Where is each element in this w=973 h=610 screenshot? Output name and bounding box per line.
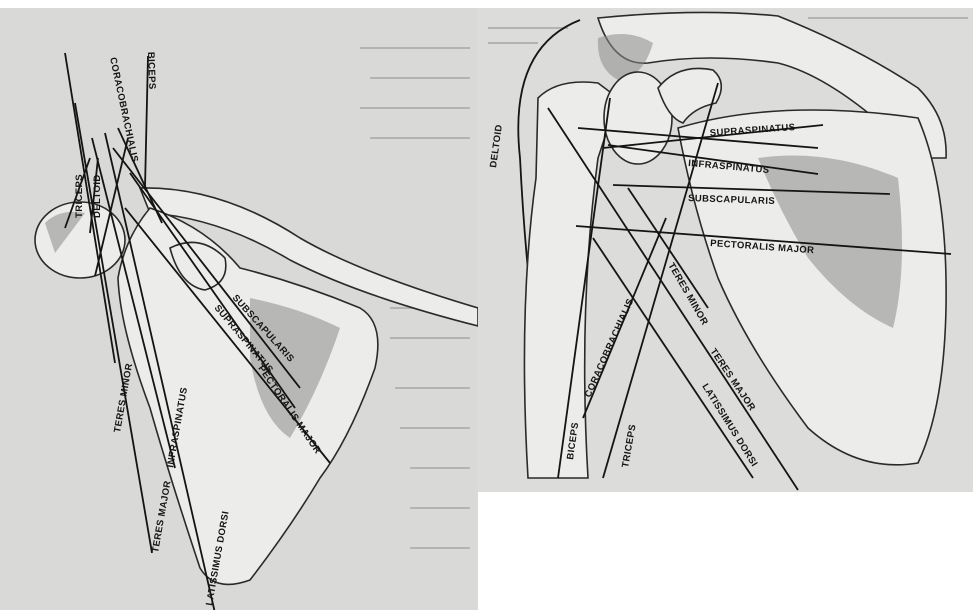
label-triceps: TRICEPS — [620, 423, 638, 468]
label-latissimus-dorsi: LATISSIMUS DORSI — [699, 382, 759, 469]
label-coracobrachialis: CORACOBRACHIALIS — [583, 297, 637, 399]
label-deltoid: DELTOID — [92, 174, 103, 218]
right-figure-drawing: DELTOID SUPRASPINATUS INFRASPINATUS SUBS… — [478, 8, 973, 492]
right-figure: DELTOID SUPRASPINATUS INFRASPINATUS SUBS… — [478, 8, 973, 492]
left-figure: BICEPS CORACOBRACHIALIS TRICEPS DELTOID … — [0, 8, 478, 610]
left-figure-drawing: BICEPS CORACOBRACHIALIS TRICEPS DELTOID … — [0, 8, 478, 610]
label-teres-minor: TERES MINOR — [112, 362, 135, 433]
label-coracobrachialis: CORACOBRACHIALIS — [107, 56, 140, 163]
label-biceps: BICEPS — [145, 52, 157, 90]
label-deltoid: DELTOID — [488, 124, 505, 169]
label-teres-minor: TERES MINOR — [665, 261, 710, 327]
label-teres-major: TERES MAJOR — [150, 480, 174, 554]
label-triceps: TRICEPS — [74, 174, 85, 218]
